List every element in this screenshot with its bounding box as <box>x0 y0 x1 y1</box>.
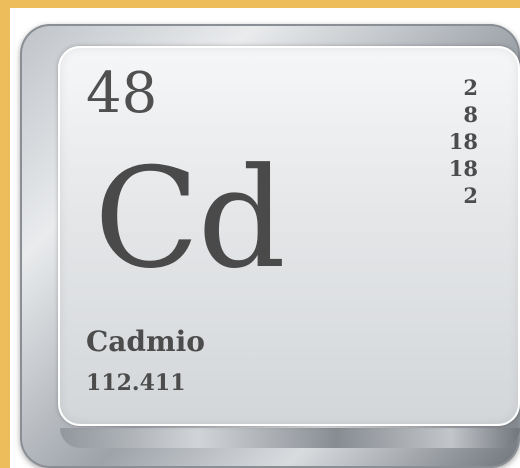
atomic-mass: 112.411 <box>86 370 186 396</box>
electron-shell-4: 18 <box>448 156 478 181</box>
electron-shell-3: 18 <box>448 129 478 154</box>
tile-bevel <box>60 428 520 448</box>
element-tile-face <box>58 46 520 426</box>
atomic-number: 48 <box>86 61 158 126</box>
element-symbol: Cd <box>94 138 286 299</box>
electron-shell-1: 2 <box>463 75 478 100</box>
electron-shell-5: 2 <box>463 183 478 208</box>
electron-shell-2: 8 <box>463 102 478 127</box>
element-name: Cadmio <box>86 325 205 358</box>
electron-shells: 2 8 18 18 2 <box>449 74 478 209</box>
